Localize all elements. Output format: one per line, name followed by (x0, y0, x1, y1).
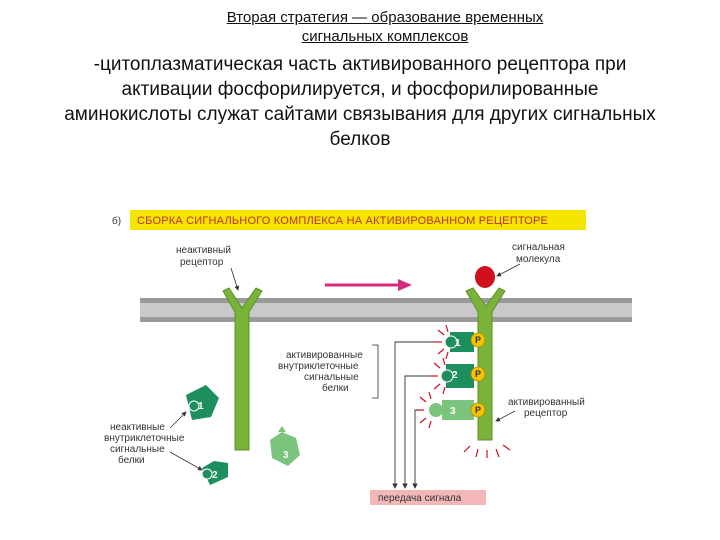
figure-title: СБОРКА СИГНАЛЬНОГО КОМПЛЕКСА НА АКТИВИРО… (137, 215, 548, 227)
phosphate-2-label: P (475, 369, 481, 379)
label-inactive-receptor: неактивный рецептор (176, 245, 234, 268)
label-signal-output: передача сигнала (378, 493, 462, 504)
activated-protein-2: 2 (430, 358, 474, 394)
svg-text:2: 2 (212, 470, 218, 481)
label-activated-receptor: активированный рецептор (508, 397, 588, 419)
label-activated-proteins: активированные внутриклеточные сигнальны… (278, 350, 366, 394)
activated-protein-3: 3 (416, 392, 474, 428)
phosphate-1-label: P (475, 335, 481, 345)
label-inactive-proteins: неактивные внутриклеточные сигнальные бе… (104, 422, 187, 466)
activated-proteins-bracket (372, 345, 378, 398)
inactive-protein-2: 2 (202, 461, 228, 485)
svg-text:3: 3 (283, 450, 289, 461)
panel-letter: б) (112, 215, 121, 227)
inactive-protein-3: 3 (270, 426, 300, 466)
svg-text:3: 3 (450, 406, 456, 417)
signal-output-arrows (395, 342, 434, 488)
activation-arrow (325, 279, 412, 291)
phosphate-3-label: P (475, 405, 481, 415)
signal-molecule (475, 266, 495, 288)
svg-text:2: 2 (452, 370, 458, 381)
svg-text:1: 1 (198, 401, 204, 412)
activated-protein-1: 1 (434, 325, 474, 359)
inactive-protein-1: 1 (186, 385, 219, 420)
svg-text:1: 1 (455, 338, 461, 349)
activation-rays-receptor (464, 445, 510, 458)
label-signal-molecule: сигнальная молекула (512, 242, 568, 265)
